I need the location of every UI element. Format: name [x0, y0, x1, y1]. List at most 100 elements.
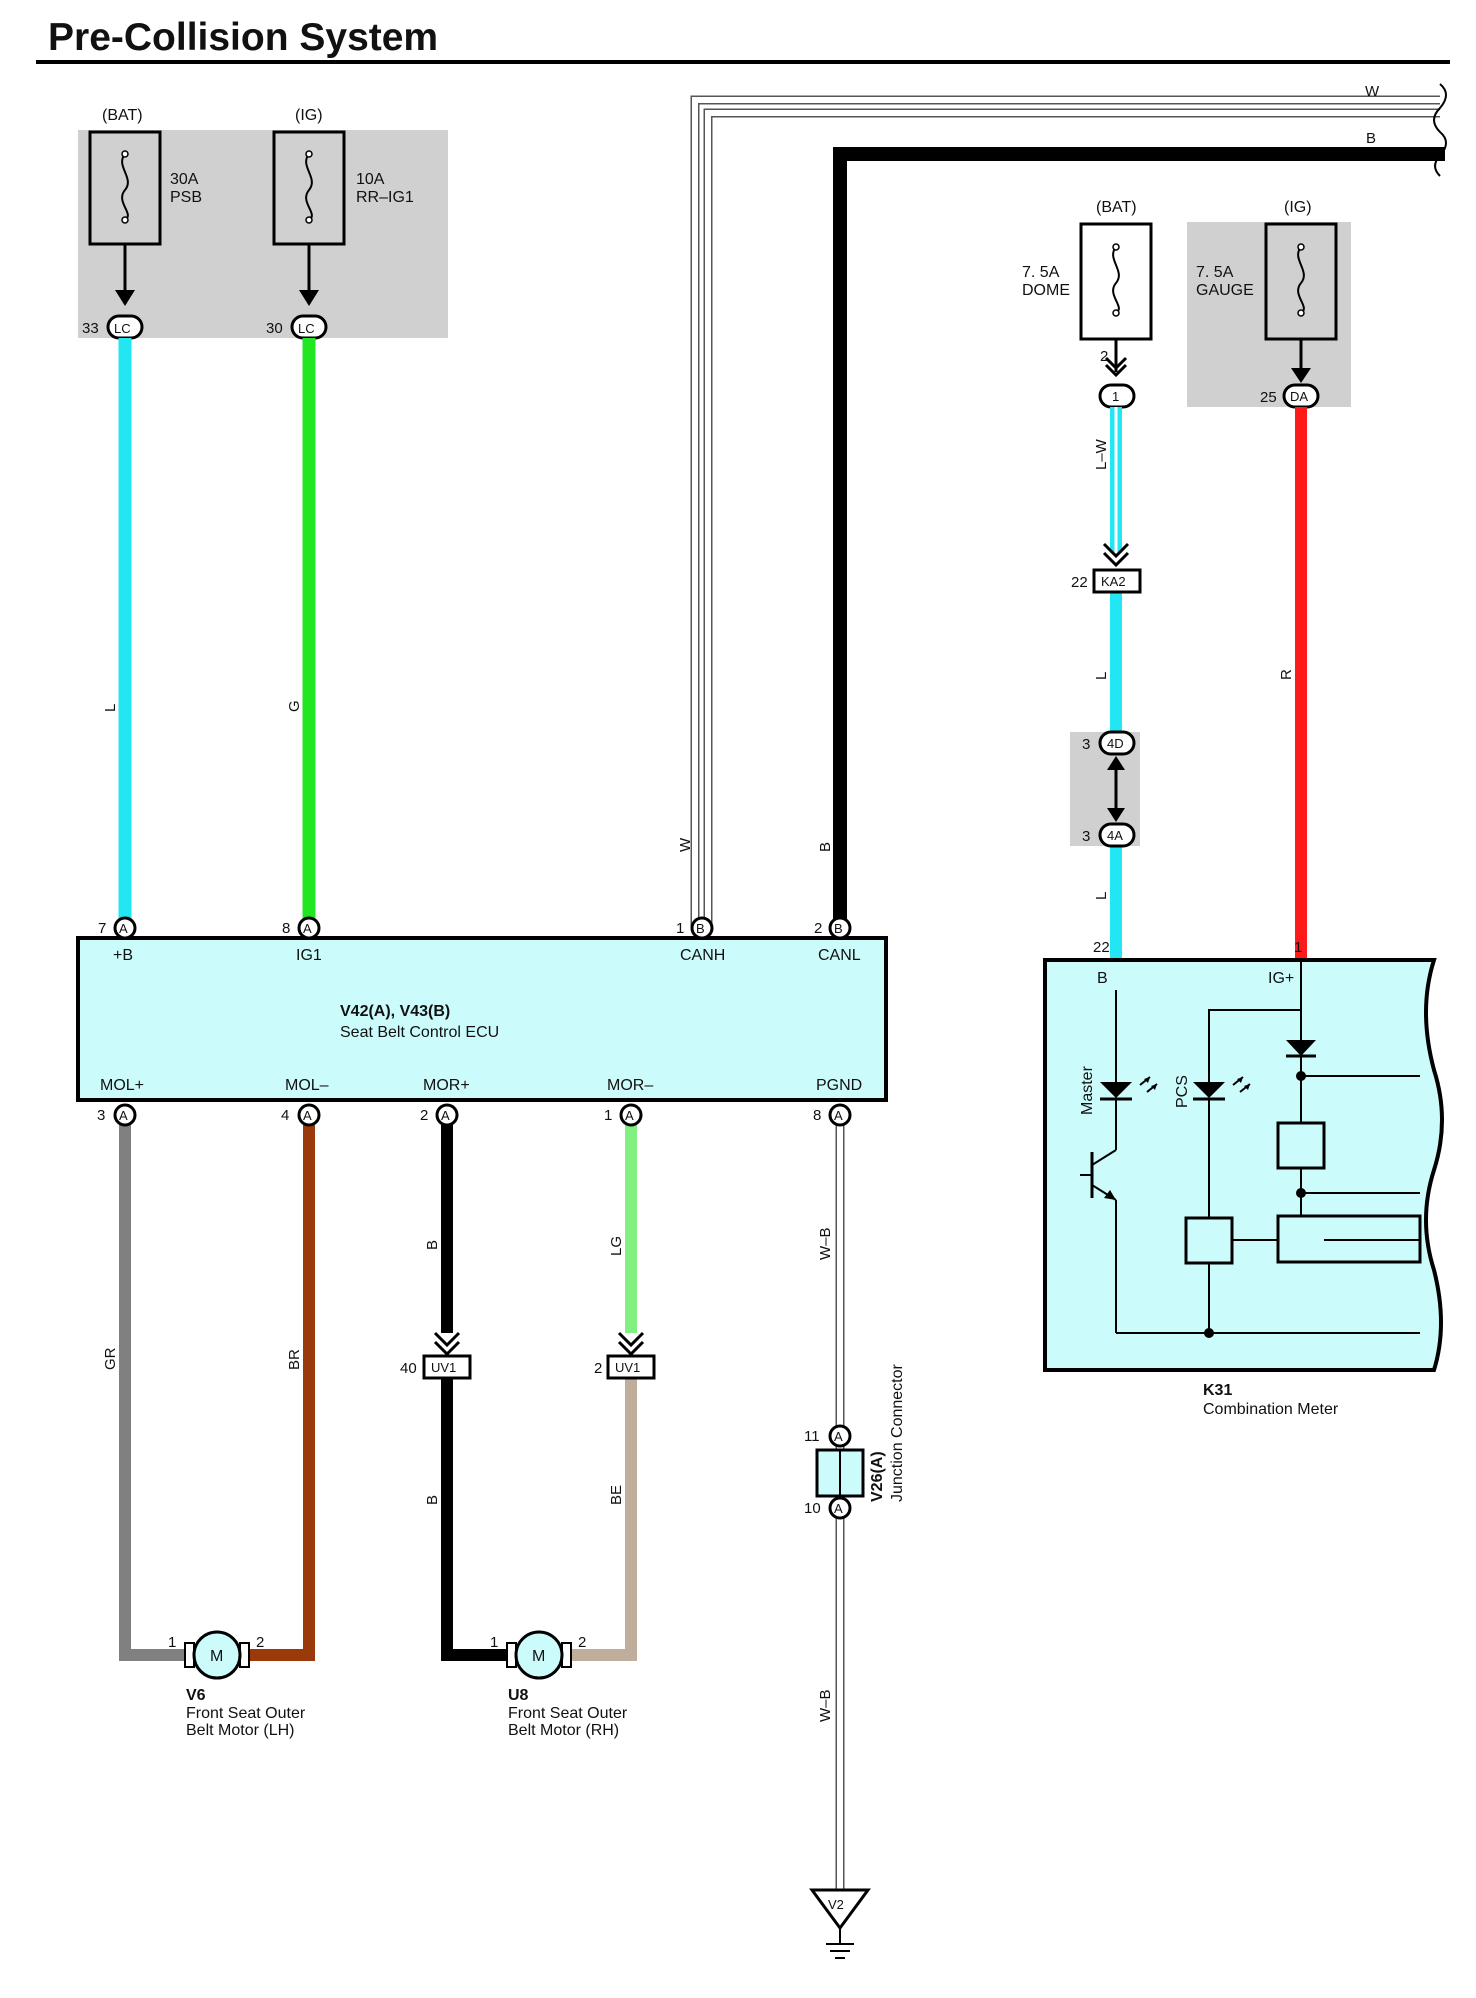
- fuse-rrig1-name: RR–IG1: [356, 189, 414, 206]
- svg-text:33: 33: [82, 320, 99, 337]
- fuse-gauge: (IG) 7. 5A GAUGE: [1196, 199, 1338, 383]
- ecu-label-mor-minus: MOR–: [607, 1077, 653, 1094]
- svg-text:2: 2: [814, 920, 822, 937]
- wire-br: [240, 1125, 315, 1661]
- svg-text:8: 8: [282, 920, 290, 937]
- svg-text:CANL: CANL: [818, 947, 861, 964]
- wire-label-b-canl: B: [817, 842, 834, 852]
- wire-label-l1: L: [1093, 672, 1110, 680]
- connector-uv1-40: UV1 40: [400, 1331, 472, 1380]
- wire-label-lg: LG: [608, 1236, 625, 1256]
- svg-text:7. 5A: 7. 5A: [1196, 264, 1234, 281]
- wire-label-w-top: W: [1365, 83, 1380, 100]
- svg-text:A: A: [303, 921, 312, 936]
- svg-text:25: 25: [1260, 389, 1277, 406]
- ecu-pin-pgnd: A 8: [813, 1103, 852, 1127]
- svg-text:3: 3: [97, 1107, 105, 1124]
- connector-dome-1: 1: [1098, 383, 1136, 409]
- svg-text:A: A: [834, 1429, 843, 1444]
- svg-text:IG+: IG+: [1268, 970, 1294, 987]
- svg-text:2: 2: [256, 1634, 264, 1651]
- ecu-desc: Seat Belt Control ECU: [340, 1024, 499, 1041]
- svg-text:B: B: [1097, 970, 1108, 987]
- fuse-psb-source: (BAT): [102, 107, 143, 124]
- svg-text:A: A: [119, 921, 128, 936]
- fuse-rr-ig1: (IG) 10A RR–IG1: [272, 107, 414, 306]
- svg-text:(BAT): (BAT): [1096, 199, 1137, 216]
- svg-text:+B: +B: [113, 947, 133, 964]
- wire-label-b1: B: [424, 1240, 441, 1250]
- svg-text:M: M: [532, 1648, 545, 1665]
- wire-top-w: [690, 95, 1440, 928]
- wire-label-l: L: [102, 704, 119, 712]
- wire-be: [562, 1378, 637, 1661]
- svg-text:A: A: [834, 1501, 843, 1516]
- svg-text:Belt Motor (LH): Belt Motor (LH): [186, 1722, 294, 1739]
- motor-lh-id: V6: [186, 1687, 206, 1704]
- fuse-rrig1-amp: 10A: [356, 171, 385, 188]
- svg-text:2: 2: [578, 1634, 586, 1651]
- ecu-pin-mol-minus: A 4: [281, 1103, 321, 1127]
- motor-lh: M 1 2 V6 Front Seat Outer Belt Motor (LH…: [168, 1630, 306, 1739]
- wire-label-g: G: [286, 700, 303, 712]
- wire-gr: [119, 1125, 194, 1661]
- ecu-name: V42(A), V43(B): [340, 1003, 450, 1020]
- wire-label-wb2: W–B: [817, 1689, 834, 1722]
- svg-text:A: A: [625, 1108, 634, 1123]
- connector-4d-4a: 4D 3 4A 3: [1082, 730, 1136, 848]
- svg-text:Front Seat Outer: Front Seat Outer: [508, 1705, 628, 1722]
- svg-text:2: 2: [1100, 348, 1108, 365]
- svg-text:M: M: [210, 1648, 223, 1665]
- svg-text:CANH: CANH: [680, 947, 725, 964]
- svg-text:40: 40: [400, 1360, 417, 1377]
- fuse-dome: (BAT) 7. 5A DOME 2: [1022, 199, 1153, 378]
- svg-text:3: 3: [1082, 736, 1090, 753]
- fuse-psb-name: PSB: [170, 189, 202, 206]
- svg-text:A: A: [303, 1108, 312, 1123]
- wire-top-b: [833, 147, 1445, 928]
- junction-id: V26(A): [869, 1451, 886, 1502]
- svg-text:1: 1: [604, 1107, 612, 1124]
- fuse-box-gauge: [1187, 222, 1351, 407]
- ground-id: V2: [828, 1897, 844, 1912]
- svg-text:GAUGE: GAUGE: [1196, 282, 1254, 299]
- page-title: Pre-Collision System: [48, 16, 438, 59]
- wire-label-br: BR: [286, 1349, 303, 1370]
- ecu-pin-mor-plus: A 2: [420, 1103, 459, 1127]
- svg-text:1: 1: [1294, 939, 1302, 956]
- svg-text:1: 1: [676, 920, 684, 937]
- ecu-label-mol-plus: MOL+: [100, 1077, 144, 1094]
- ground-symbol: V2: [809, 1888, 871, 1959]
- wire-label-lw: L–W: [1093, 438, 1110, 470]
- svg-text:8: 8: [813, 1107, 821, 1124]
- svg-text:30: 30: [266, 320, 283, 337]
- led-pcs-label: PCS: [1174, 1075, 1191, 1108]
- svg-text:1: 1: [168, 1634, 176, 1651]
- meter-desc: Combination Meter: [1203, 1401, 1339, 1418]
- svg-text:Front Seat Outer: Front Seat Outer: [186, 1705, 306, 1722]
- wire-label-gr: GR: [102, 1347, 119, 1370]
- wire-label-be: BE: [608, 1485, 625, 1505]
- svg-text:4A: 4A: [1107, 828, 1123, 843]
- svg-text:11: 11: [804, 1428, 820, 1445]
- ecu-pin-mol-plus: A 3: [97, 1103, 137, 1127]
- svg-text:B: B: [696, 921, 705, 936]
- connector-uv1-2: UV1 2: [594, 1331, 656, 1380]
- svg-text:A: A: [441, 1108, 450, 1123]
- svg-text:A: A: [834, 1108, 843, 1123]
- ecu-pin-canh: B 1 CANH: [676, 916, 725, 964]
- svg-text:A: A: [119, 1108, 128, 1123]
- svg-text:3: 3: [1082, 828, 1090, 845]
- connector-lc-30: LC 30: [266, 314, 328, 340]
- svg-text:4D: 4D: [1107, 736, 1124, 751]
- svg-text:UV1: UV1: [431, 1360, 456, 1375]
- svg-text:2: 2: [420, 1107, 428, 1124]
- svg-text:1: 1: [1112, 389, 1119, 404]
- connector-lc-33: LC 33: [82, 314, 144, 340]
- meter-id: K31: [1203, 1382, 1232, 1399]
- fuse-rrig1-source: (IG): [295, 107, 323, 124]
- svg-text:DA: DA: [1290, 389, 1308, 404]
- ecu-label-pgnd: PGND: [816, 1077, 862, 1094]
- wire-label-b-top: B: [1366, 130, 1376, 147]
